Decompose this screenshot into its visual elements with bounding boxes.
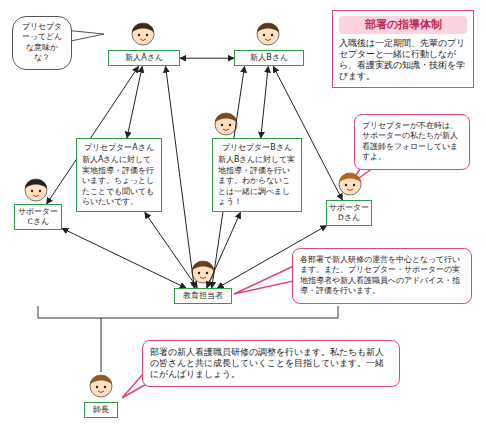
box-heading: サポーターDさん [329,203,369,223]
box-heading: 新人Aさん [111,53,177,63]
person-face [215,113,237,135]
callout-box: 各部署で新人研修の運営を中心となって行います。また、プリセプター・サポーターの実… [292,248,472,304]
callout-box: 部署の新人看護職員研修の調整を行います。私たちも新人の皆さんと共に成長していくこ… [142,340,400,387]
box-heading: 新人Bさん [237,53,301,63]
box-heading: プリセプターAさん [82,143,156,153]
person-box: サポーターDさん [326,200,372,226]
person-face [339,173,361,195]
person-box: 教育担当者 [174,288,232,304]
callout-box: プリセプターが不在時は、サポーターの私たちが新人看護師をフォローしていますよ。 [354,114,470,170]
double-arrow [207,212,241,288]
person-face [25,179,47,201]
box-heading: 各部署で新人研修の運営を中心となって行います。また、プリセプター・サポーターの実… [300,255,464,297]
box-heading: プリセプターBさん [218,143,296,153]
callout-tail [234,264,298,294]
double-arrow [62,228,186,288]
person-box: 師長 [84,402,118,418]
double-arrow [261,66,268,138]
box-text: 新人Bさんに対して実地指導・評価を行います。わからないことは一緒に調べましょう！ [218,155,296,207]
speech-bubble: プリセプターってどんな意味かな？ [12,16,72,70]
box-text: 入職後は一定期間、先輩のプリセプターと一緒に行動しながら、看護実践の知識・技術を… [339,38,467,82]
title-box: 部署の指導体制入職後は一定期間、先輩のプリセプターと一緒に行動しながら、看護実践… [332,10,474,88]
box-heading: 師長 [87,405,115,415]
double-arrow [127,66,142,138]
double-arrow [180,58,234,59]
double-arrow [145,212,198,288]
person-face [90,375,112,397]
person-face [132,23,154,45]
person-box: 新人Bさん [234,50,304,66]
box-heading: 部署の指導体制 [339,16,467,34]
role-box: プリセプターAさん新人Aさんに対して実地指導・評価を行います。ちょっとしたことで… [76,138,162,212]
box-text: 新人Aさんに対して実地指導・評価を行います。ちょっとしたことでも聞いてもらいたい… [82,155,156,207]
person-box: サポーターCさん [14,204,62,230]
box-heading: 教育担当者 [177,291,229,301]
box-heading: 部署の新人看護職員研修の調整を行います。私たちも新人の皆さんと共に成長していくこ… [150,347,392,380]
role-box: プリセプターBさん新人Bさんに対して実地指導・評価を行います。わからないことは一… [212,138,302,212]
person-face [257,23,279,45]
box-heading: プリセプターが不在時は、サポーターの私たちが新人看護師をフォローしていますよ。 [362,121,462,163]
double-arrow [166,66,195,288]
box-heading: プリセプターってどんな意味かな？ [19,22,65,64]
person-box: 新人Aさん [108,50,180,66]
box-heading: サポーターCさん [17,207,59,227]
